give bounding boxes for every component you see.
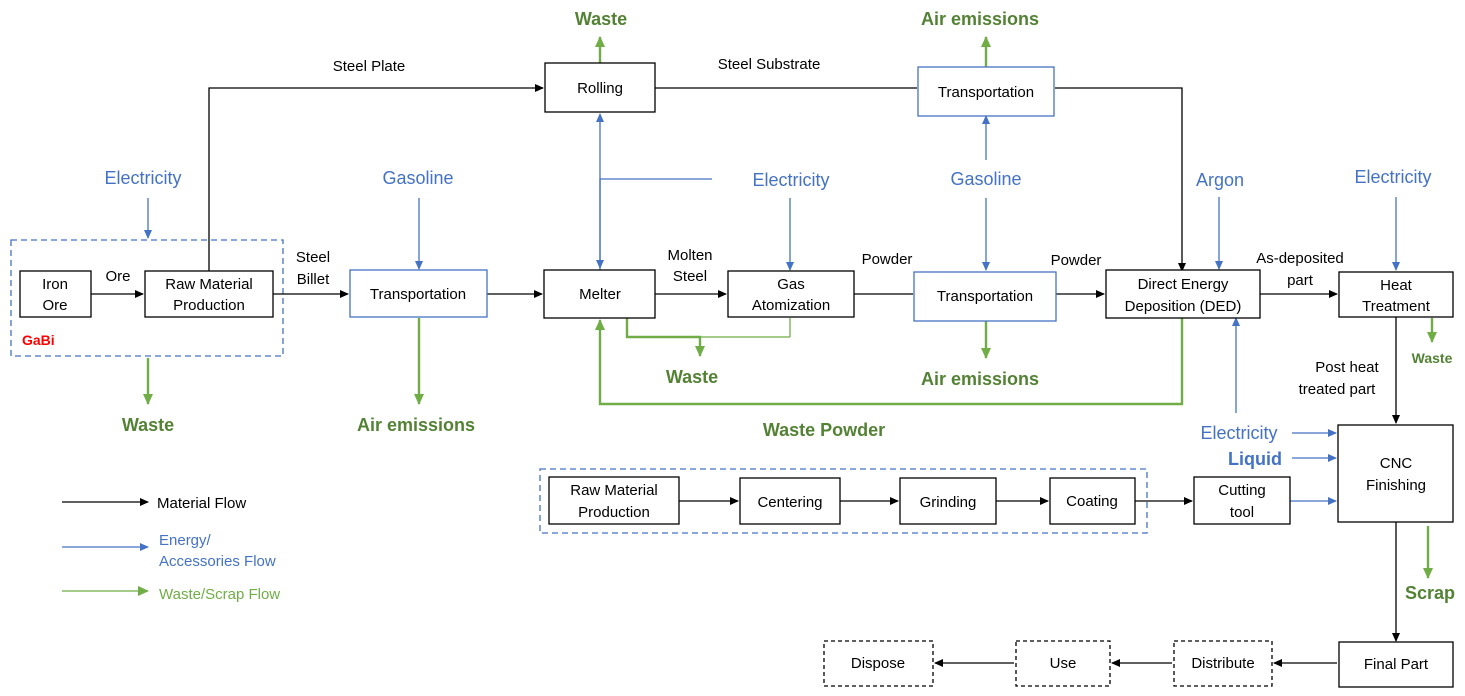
output-waste-heat: Waste	[1412, 350, 1453, 366]
svg-text:Dispose: Dispose	[851, 655, 905, 672]
label-ore: Ore	[105, 268, 130, 285]
svg-text:Direct Energy: Direct Energy	[1138, 276, 1229, 293]
svg-text:Raw Material: Raw Material	[165, 276, 253, 293]
gabi-boundary	[10, 239, 284, 357]
label-steel-plate: Steel Plate	[333, 58, 406, 75]
svg-text:Production: Production	[173, 297, 245, 314]
svg-text:Final Part: Final Part	[1364, 656, 1429, 673]
process-tool-raw-material-production: Raw Material Production	[548, 476, 680, 525]
svg-text:CNC: CNC	[1380, 455, 1413, 472]
process-raw-material-production: Raw Material Production	[144, 270, 274, 318]
svg-text:Production: Production	[578, 504, 650, 521]
process-melter: Melter	[543, 269, 656, 319]
legend: Material Flow Energy/ Accessories Flow W…	[62, 495, 280, 603]
svg-text:Grinding: Grinding	[920, 494, 977, 511]
svg-text:Rolling: Rolling	[577, 80, 623, 97]
process-gas-atomization: Gas Atomization	[727, 270, 855, 318]
svg-text:Transportation: Transportation	[937, 288, 1033, 305]
label-powder-2: Powder	[1051, 252, 1102, 269]
svg-text:Centering: Centering	[757, 494, 822, 511]
output-waste-powder: Waste Powder	[763, 420, 885, 440]
input-electricity-atomization: Electricity	[752, 170, 829, 190]
label-powder-1: Powder	[862, 251, 913, 268]
svg-text:Deposition (DED): Deposition (DED)	[1125, 298, 1242, 315]
process-transportation-billet: Transportation	[349, 269, 488, 318]
process-direct-energy-deposition: Direct Energy Deposition (DED)	[1105, 269, 1261, 319]
svg-text:Transportation: Transportation	[370, 286, 466, 303]
label-as-deposited-2: part	[1287, 272, 1314, 289]
output-scrap: Scrap	[1405, 583, 1455, 603]
process-rolling: Rolling	[544, 62, 656, 113]
input-liquid: Liquid	[1228, 449, 1282, 469]
gabi-label: GaBi	[22, 332, 55, 348]
legend-energy-label-1: Energy/	[159, 532, 212, 549]
label-steel-substrate: Steel Substrate	[718, 56, 821, 73]
input-electricity-raw: Electricity	[104, 168, 181, 188]
process-distribute: Distribute	[1173, 640, 1273, 687]
input-electricity-cnc: Electricity	[1200, 423, 1277, 443]
legend-waste-label: Waste/Scrap Flow	[159, 586, 280, 603]
label-molten-steel-2: Steel	[673, 268, 707, 285]
input-argon: Argon	[1196, 170, 1244, 190]
label-post-heat-1: Post heat	[1315, 359, 1379, 376]
svg-text:Ore: Ore	[42, 297, 67, 314]
svg-text:Finishing: Finishing	[1366, 477, 1426, 494]
svg-text:Transportation: Transportation	[938, 84, 1034, 101]
label-post-heat-2: treated part	[1299, 381, 1377, 398]
svg-text:Treatment: Treatment	[1362, 298, 1431, 315]
cutting-tool-supply-chain-boundary	[539, 468, 1148, 534]
process-iron-ore: Iron Ore	[19, 270, 92, 318]
input-electricity-heat: Electricity	[1354, 167, 1431, 187]
svg-text:Heat: Heat	[1380, 277, 1413, 294]
svg-text:Gas: Gas	[777, 276, 805, 293]
svg-text:Cutting: Cutting	[1218, 482, 1266, 499]
process-transportation-substrate: Transportation	[917, 66, 1055, 117]
output-air-emissions-powder: Air emissions	[921, 369, 1039, 389]
input-gasoline-billet: Gasoline	[382, 168, 453, 188]
svg-text:Iron: Iron	[42, 276, 68, 293]
label-steel-billet-1: Steel	[296, 249, 330, 266]
arrow-steel-substrate	[1055, 87, 1186, 272]
process-grinding: Grinding	[899, 477, 997, 525]
output-waste-raw: Waste	[122, 415, 174, 435]
label-as-deposited-1: As-deposited	[1256, 250, 1344, 267]
output-waste-melter: Waste	[666, 367, 718, 387]
process-use: Use	[1015, 640, 1111, 687]
svg-text:Melter: Melter	[579, 286, 621, 303]
input-gasoline-powder: Gasoline	[950, 169, 1021, 189]
output-air-emissions-substrate: Air emissions	[921, 9, 1039, 29]
svg-text:Distribute: Distribute	[1191, 655, 1254, 672]
output-air-emissions-billet: Air emissions	[357, 415, 475, 435]
arrow-steel-plate	[208, 84, 544, 271]
process-centering: Centering	[739, 477, 841, 525]
svg-text:Use: Use	[1050, 655, 1077, 672]
process-coating: Coating	[1049, 477, 1136, 525]
process-cutting-tool: Cutting tool	[1193, 476, 1291, 525]
process-dispose: Dispose	[823, 640, 934, 687]
process-transportation-powder: Transportation	[913, 271, 1057, 322]
process-cnc-finishing: CNC Finishing	[1337, 424, 1454, 523]
svg-text:Coating: Coating	[1066, 493, 1118, 510]
legend-energy-label-2: Accessories Flow	[159, 553, 276, 570]
process-final-part: Final Part	[1338, 641, 1454, 688]
output-waste-rolling: Waste	[575, 9, 627, 29]
label-molten-steel-1: Molten	[667, 247, 712, 264]
svg-text:Raw Material: Raw Material	[570, 482, 658, 499]
svg-text:Atomization: Atomization	[752, 297, 830, 314]
arrow-waste-melter	[625, 318, 705, 357]
svg-text:tool: tool	[1230, 504, 1254, 521]
legend-material-label: Material Flow	[157, 495, 246, 512]
process-heat-treatment: Heat Treatment	[1338, 271, 1454, 318]
arrow-waste-powder	[595, 318, 1184, 406]
label-steel-billet-2: Billet	[297, 271, 330, 288]
